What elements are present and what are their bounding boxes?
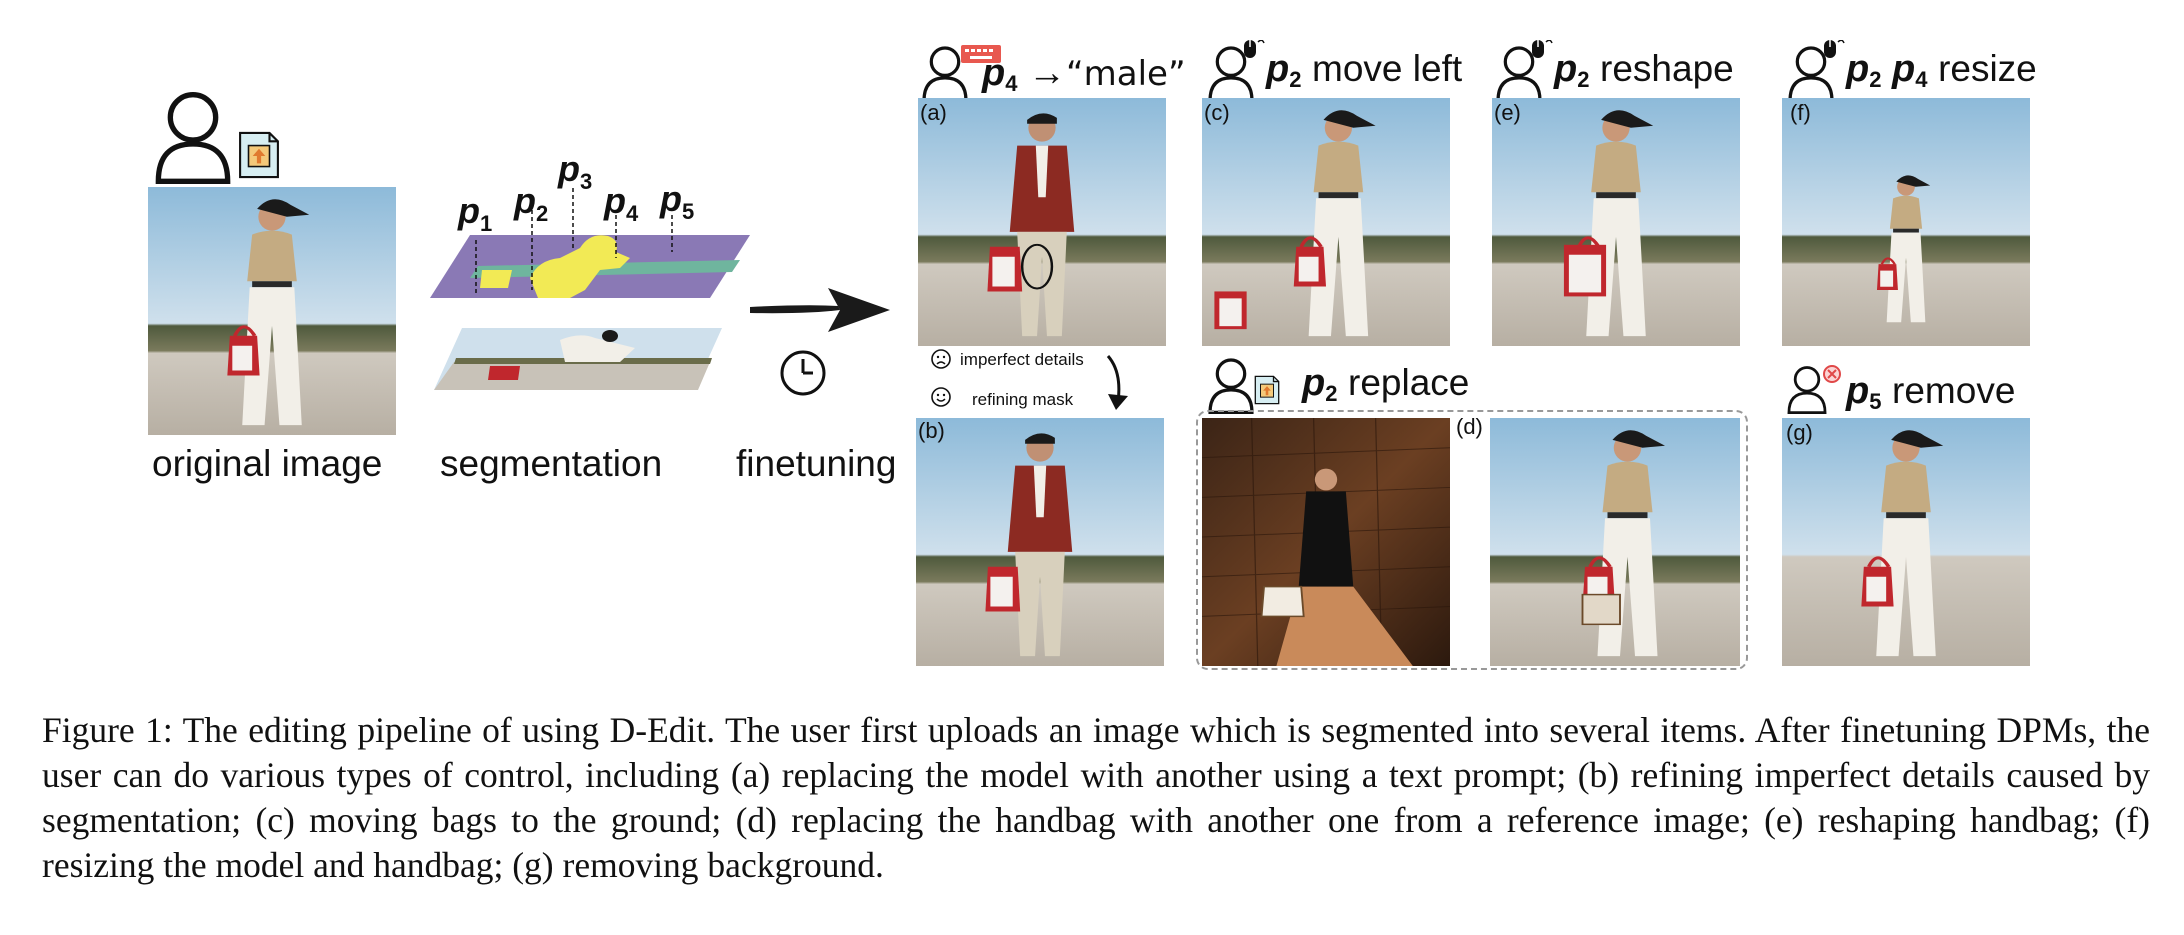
panel-c-image	[1202, 98, 1450, 346]
caption-text: Figure 1: The editing pipeline of using …	[42, 710, 2150, 885]
down-arrow-icon	[1098, 352, 1134, 417]
panel-f-instruction: p2 p4 resize	[1846, 48, 2037, 92]
panel-d-tag: (d)	[1456, 414, 1483, 439]
panel-c-instruction: p2 move left	[1266, 48, 1463, 92]
panel-b-image	[916, 418, 1164, 666]
clock-icon	[778, 348, 828, 403]
point-p3: p3	[558, 148, 593, 194]
panel-a-tag: (a)	[920, 100, 947, 125]
upload-icon	[238, 130, 280, 185]
panel-b-tag: (b)	[918, 418, 945, 443]
panel-c-mouse-icon	[1243, 39, 1266, 67]
segmentation-diagram	[420, 140, 760, 400]
panel-f-mouse-icon	[1823, 39, 1846, 67]
point-p5: p5	[660, 178, 695, 224]
smile-face-icon	[930, 386, 952, 413]
point-p2: p2	[514, 180, 549, 226]
point-p4: p4	[604, 180, 639, 226]
panel-d-reference-image	[1202, 418, 1450, 666]
panel-c-tag: (c)	[1204, 100, 1230, 125]
keyboard-icon	[960, 44, 1002, 69]
remove-icon	[1822, 364, 1842, 389]
point-p1: p1	[458, 190, 493, 236]
segmentation-label: segmentation	[440, 443, 663, 484]
original-image	[148, 187, 396, 435]
panel-e-instruction: p2 reshape	[1554, 48, 1734, 92]
panel-e-image	[1492, 98, 1740, 346]
panel-g-tag: (g)	[1786, 420, 1813, 445]
panel-f-tag: (f)	[1790, 100, 1811, 125]
panel-a-image	[918, 98, 1166, 346]
panel-d-instruction: p2 replace	[1302, 362, 1470, 406]
finetuning-arrow	[748, 280, 893, 340]
panel-e-tag: (e)	[1494, 100, 1521, 125]
panel-f-image	[1782, 98, 2030, 346]
panel-d-dashed-frame	[1196, 410, 1748, 670]
refining-mask-note: refining mask	[972, 390, 1074, 409]
finetuning-label: finetuning	[736, 443, 897, 484]
original-image-label: original image	[152, 443, 383, 484]
imperfect-details-note: imperfect details	[960, 350, 1084, 369]
panel-e-mouse-icon	[1531, 39, 1554, 67]
sad-face-icon	[930, 348, 952, 375]
panel-d-image	[1490, 418, 1740, 666]
figure-caption: Figure 1: The editing pipeline of using …	[42, 708, 2150, 888]
panel-d-upload-icon	[1254, 374, 1280, 411]
panel-g-instruction: p5 remove	[1846, 370, 2016, 414]
panel-a-prompt: p4 →“male”	[982, 52, 1186, 96]
panel-g-image	[1782, 418, 2030, 666]
original-user-icon	[148, 88, 238, 184]
